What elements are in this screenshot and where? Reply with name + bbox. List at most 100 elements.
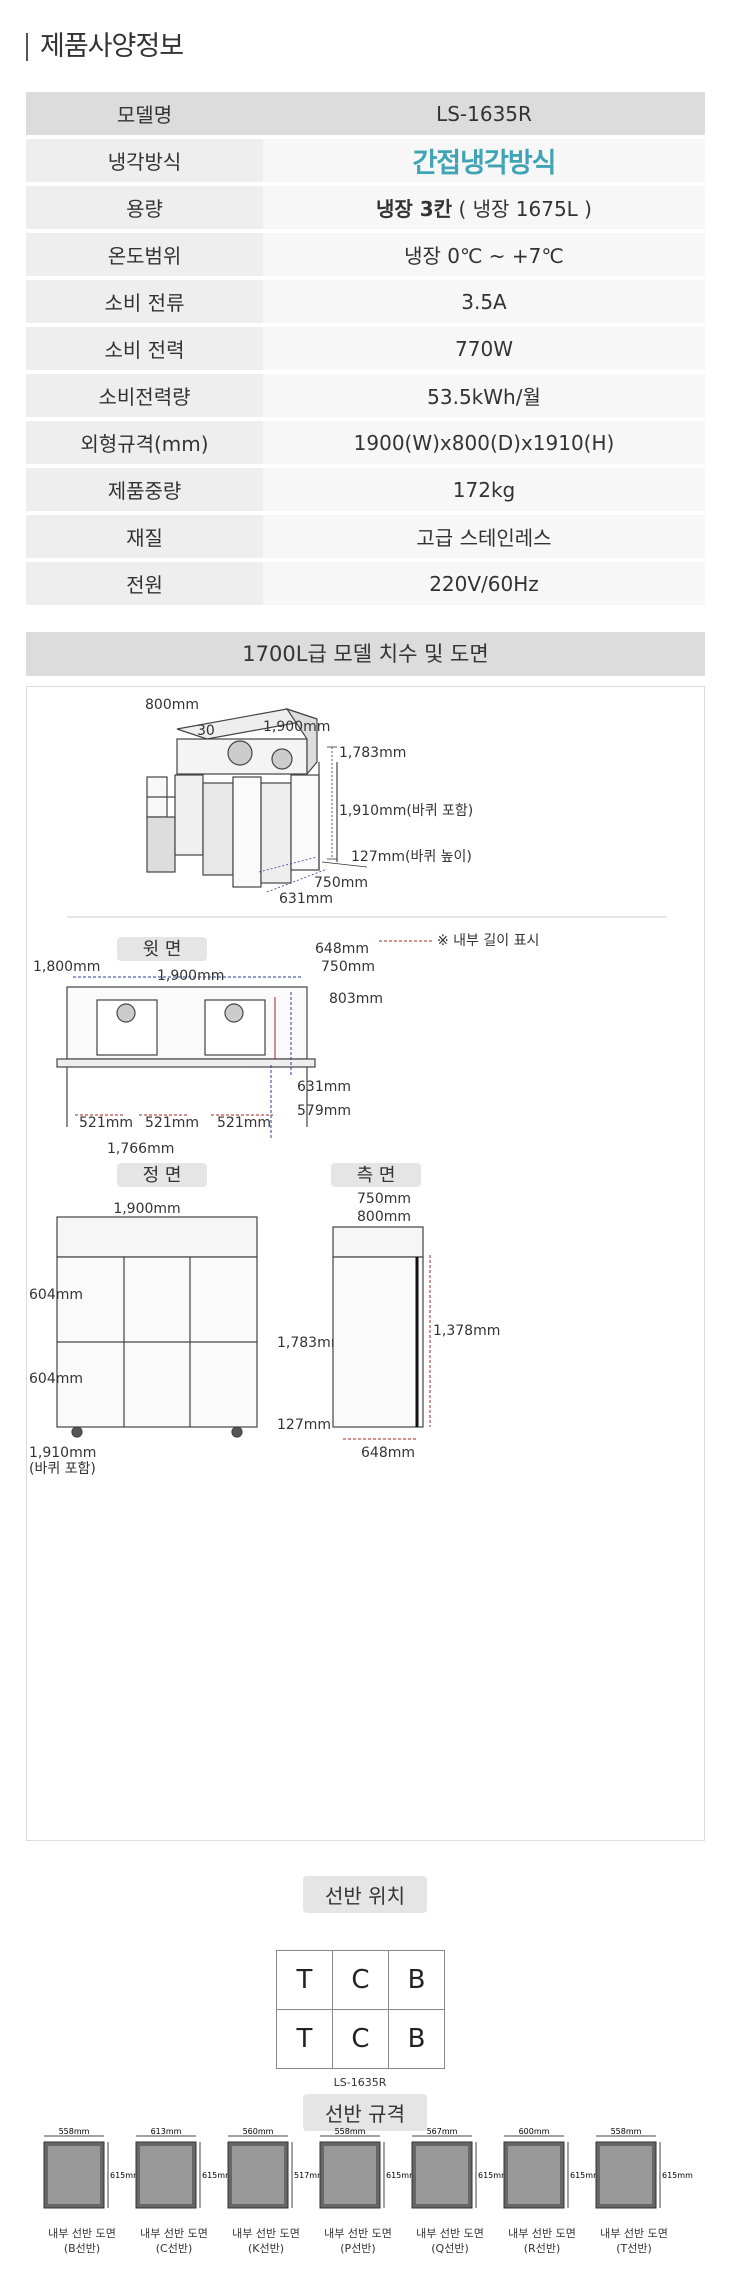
table-row: T C B bbox=[276, 2009, 445, 2069]
shelf-cell: B bbox=[388, 1950, 445, 2010]
shelf-cell: C bbox=[332, 1950, 389, 2010]
shelf-caption-type: (C선반) bbox=[155, 2242, 193, 2255]
spec-key: 냉각방식 bbox=[26, 139, 263, 182]
shelf-position-header: 선반 위치 bbox=[0, 1876, 730, 1913]
shelf-height-label: 615mm bbox=[570, 2171, 601, 2180]
shelf-spec-label: 선반 규격 bbox=[303, 2094, 427, 2131]
spec-value: 3.5A bbox=[263, 280, 705, 323]
shelf-caption-title: 내부 선반 도면 bbox=[232, 2227, 300, 2240]
spec-key: 전원 bbox=[26, 562, 263, 605]
shelf-width-2-label: 521mm bbox=[145, 1115, 199, 1131]
spec-key: 소비전력량 bbox=[26, 374, 263, 417]
top-width-1-label: 1,800mm bbox=[33, 959, 100, 975]
shelf-caption-title: 내부 선반 도면 bbox=[324, 2227, 392, 2240]
shelf-height-label: 615mm bbox=[386, 2171, 417, 2180]
front-wheel-label: 127mm bbox=[277, 1417, 331, 1433]
spec-value: 1900(W)x800(D)x1910(H) bbox=[263, 421, 705, 464]
shelf-caption-title: 내부 선반 도면 bbox=[508, 2227, 576, 2240]
iso-small-label: 30 bbox=[197, 723, 215, 739]
spec-key: 소비 전력 bbox=[26, 327, 263, 370]
front-height-label: 1,783mm bbox=[277, 1335, 344, 1351]
front-view-tag bbox=[117, 1163, 207, 1187]
shelf-cell: T bbox=[276, 2009, 333, 2069]
spec-key: 제품중량 bbox=[26, 468, 263, 511]
shelf-caption-title: 내부 선반 도면 bbox=[416, 2227, 484, 2240]
side-view-label: 측 면 bbox=[357, 1165, 396, 1186]
spec-key: 용량 bbox=[26, 186, 263, 229]
isometric-view bbox=[146, 707, 338, 888]
shelf-model-label: LS-1635R bbox=[333, 2076, 387, 2089]
spec-value: 냉장 3칸 ( 냉장 1675L ) bbox=[263, 186, 705, 229]
table-row: 외형규격(mm)1900(W)x800(D)x1910(H) bbox=[26, 421, 705, 464]
top-view-label: 윗 면 bbox=[143, 939, 182, 960]
front-total-height-note: (바퀴 포함) bbox=[29, 1461, 96, 1477]
spec-value: 172kg bbox=[263, 468, 705, 511]
shelf-width-label: 558mm bbox=[335, 2127, 366, 2136]
capacity-detail: ( 냉장 1675L ) bbox=[458, 197, 592, 221]
spec-value: 고급 스테인레스 bbox=[263, 515, 705, 558]
front-door-1-label: 604mm bbox=[29, 1287, 83, 1303]
shelf-cell: C bbox=[332, 2009, 389, 2069]
table-row: T C B bbox=[276, 1950, 445, 2010]
top-depth-803-label: 803mm bbox=[329, 991, 383, 1007]
shelf-caption-title: 내부 선반 도면 bbox=[600, 2227, 668, 2240]
spec-key: 온도범위 bbox=[26, 233, 263, 276]
shelf-height-label: 517mm bbox=[294, 2171, 325, 2180]
shelf-caption: 내부 선반 도면(C선반) bbox=[124, 2226, 224, 2256]
front-view-outline bbox=[56, 1216, 258, 1438]
capacity-bold: 냉장 3칸 bbox=[376, 197, 453, 221]
shelf-caption-type: (K선반) bbox=[247, 2242, 285, 2255]
dimension-drawing-panel: 800mm 1,900mm 1,783mm 1,910mm(바퀴 포함) 127… bbox=[26, 686, 705, 1841]
front-width-label: 1,900mm bbox=[113, 1201, 180, 1217]
shelf-caption: 내부 선반 도면 (P선반) bbox=[308, 2226, 408, 2256]
top-depth-631-label: 631mm bbox=[297, 1079, 351, 1095]
shelf-cell: B bbox=[388, 2009, 445, 2069]
shelf-caption: 내부 선반 도면 (B선반) bbox=[32, 2226, 132, 2256]
top-view-tag bbox=[117, 937, 207, 961]
shelf-caption: 내부 선반 도면(T선반) bbox=[584, 2226, 684, 2256]
shelf-width-3-label: 521mm bbox=[217, 1115, 271, 1131]
shelf-caption-type: (P선반) bbox=[340, 2242, 376, 2255]
front-view-label: 정 면 bbox=[143, 1165, 182, 1186]
front-total-height-label: 1,910mm bbox=[29, 1445, 96, 1461]
side-inner-height-label: 1,378mm bbox=[433, 1323, 500, 1339]
shelf-caption-type: (B선반) bbox=[63, 2242, 101, 2255]
side-view-outline bbox=[332, 1226, 424, 1428]
top-view-outline bbox=[56, 986, 316, 1127]
shelf-width-label: 558mm bbox=[611, 2127, 642, 2136]
shelf-height-label: 615mm bbox=[110, 2171, 141, 2180]
shelf-position-label: 선반 위치 bbox=[303, 1876, 427, 1913]
spec-key: 소비 전류 bbox=[26, 280, 263, 323]
top-inner-depth-label: 648mm bbox=[315, 941, 369, 957]
side-view-tag bbox=[331, 1163, 421, 1187]
shelf-width-label: 613mm bbox=[151, 2127, 182, 2136]
iso-width-label: 1,900mm bbox=[263, 719, 330, 735]
top-depth-579-label: 579mm bbox=[297, 1103, 351, 1119]
spec-key: 모델명 bbox=[26, 92, 263, 135]
shelf-width-1-label: 521mm bbox=[79, 1115, 133, 1131]
dimension-drawings: 800mm 1,900mm 1,783mm 1,910mm(바퀴 포함) 127… bbox=[29, 697, 667, 1477]
iso-inner-depth-label: 750mm bbox=[314, 875, 368, 891]
shelf-caption-title: 내부 선반 도면 bbox=[48, 2227, 116, 2240]
shelf-caption: 내부 선반 도면(R선반) bbox=[492, 2226, 592, 2256]
front-door-2-label: 604mm bbox=[29, 1371, 83, 1387]
iso-height-label: 1,783mm bbox=[339, 745, 406, 761]
shelf-width-label: 567mm bbox=[427, 2127, 458, 2136]
spec-value: 770W bbox=[263, 327, 705, 370]
